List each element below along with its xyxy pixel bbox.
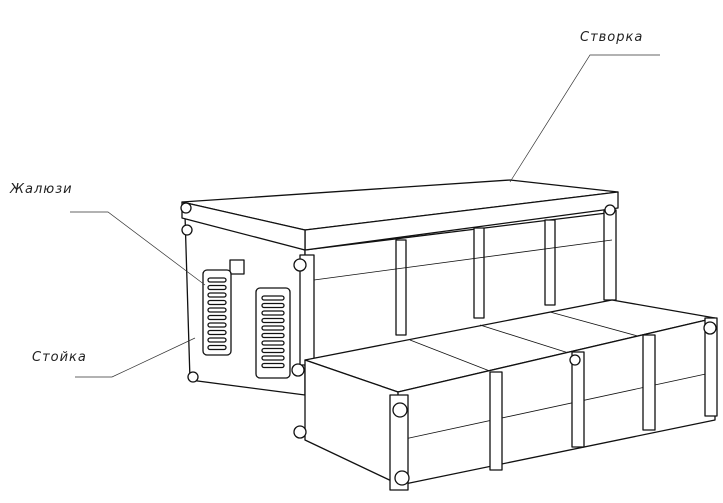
leader-stoyka [75,337,196,378]
louvre-slat [207,299,227,306]
label-zhalyuzi: Жалюзи [10,182,73,197]
upper-posts [299,209,617,366]
louvre-panel-left [202,269,232,356]
lower-posts [389,317,718,491]
louvre-slat [207,329,227,336]
corner-bolts [180,202,717,486]
louvre-slat [207,344,227,351]
louvre-slat [261,325,285,331]
louvre-slat [207,292,227,298]
lid-side-edge [181,201,306,251]
leader-zhalyuzi [70,211,206,286]
louvre-slat [261,310,285,316]
louvre-slat [261,362,285,369]
louvre-slat [261,317,285,324]
label-stvorka: Створка [580,30,644,45]
louvre-slat [261,355,285,361]
louvre-slat [261,302,285,309]
label-stoyka: Стойка [32,350,87,365]
louvre-slat [207,314,227,321]
louvre-slat [207,307,227,313]
louvre-slat [261,347,285,354]
louvre-slat [207,322,227,328]
louvre-slat [207,337,227,343]
leader-stvorka [509,54,660,183]
louvre-slat [207,284,227,291]
louvre-slat [261,332,285,339]
louvre-slat [261,295,285,301]
louvre-panel-right [255,287,291,379]
louvre-slat [261,340,285,346]
handle [229,259,245,275]
louvre-slat [207,277,227,283]
